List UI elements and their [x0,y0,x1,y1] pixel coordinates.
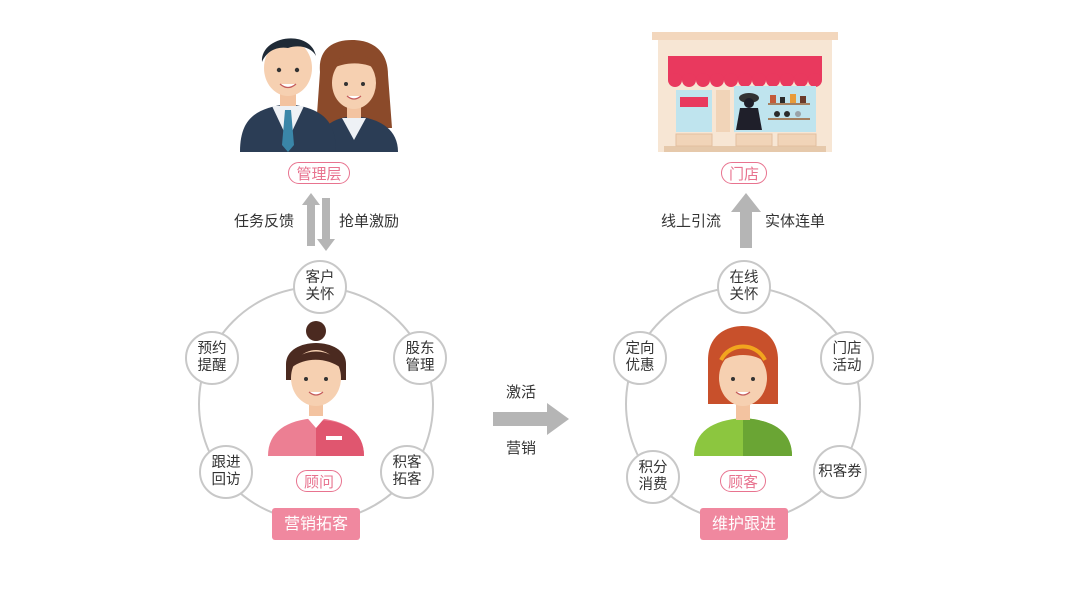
maintenance-follow-up-footer: 维护跟进 [700,508,788,540]
up-arrow-icon [731,193,761,248]
customer-illustration [694,326,792,456]
cycle-node-shareholder-management: 股东 管理 [393,331,447,385]
node-line: 优惠 [625,358,655,374]
cycle-node-targeted-offer: 定向 优惠 [613,331,667,385]
node-line: 股东 [405,341,435,357]
node-line: 关怀 [729,287,759,303]
cycle-node-points-consumption: 积分 消费 [626,450,680,504]
cycle-node-online-care: 在线 关怀 [717,260,771,314]
task-feedback-label: 任务反馈 [234,212,295,230]
node-line: 预约 [197,341,227,357]
node-line: 在线 [729,270,759,286]
storefront-illustration [652,32,838,152]
node-line: 关怀 [305,287,335,303]
node-line: 回访 [211,472,241,488]
node-line: 拓客 [392,472,422,488]
activation-label: 激活 [506,383,537,401]
consultant-label: 顾问 [296,470,342,492]
offline-joint-order-label: 实体连单 [765,212,826,230]
marketing-label: 营销 [506,439,537,457]
right-arrow-icon [493,403,569,435]
node-line: 客户 [305,270,335,286]
node-line: 定向 [625,341,655,357]
node-line: 跟进 [211,455,241,471]
bidirectional-arrow-icon [302,193,335,251]
node-line: 门店 [832,341,862,357]
store-label: 门店 [721,162,767,184]
cycle-node-follow-up-visit: 跟进 回访 [199,445,253,499]
online-traffic-label: 线上引流 [661,212,722,230]
customer-label: 顾客 [720,470,766,492]
node-line: 积分 [638,460,668,476]
cycle-node-customer-coupon: 积客券 [813,445,867,499]
node-line: 积客券 [818,463,862,480]
node-line: 管理 [405,358,435,374]
management-people-illustration [240,38,398,152]
node-line: 积客 [392,455,422,471]
consultant-illustration [268,321,364,456]
management-label: 管理层 [288,162,350,184]
marketing-acquisition-footer: 营销拓客 [272,508,360,540]
cycle-node-customer-care: 客户 关怀 [293,260,347,314]
cycle-node-customer-acquisition: 积客 拓客 [380,445,434,499]
node-line: 消费 [638,477,668,493]
cycle-node-store-activity: 门店 活动 [820,331,874,385]
node-line: 提醒 [197,358,227,374]
order-incentive-label: 抢单激励 [339,212,400,230]
node-line: 活动 [832,358,862,374]
cycle-node-appointment-reminder: 预约 提醒 [185,331,239,385]
